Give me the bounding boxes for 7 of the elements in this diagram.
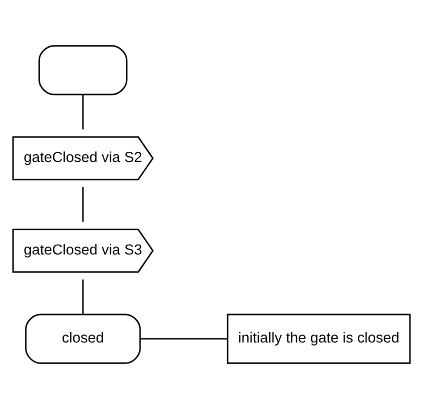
node-box: closed <box>25 313 141 364</box>
connector <box>82 186 84 222</box>
connector <box>140 338 228 340</box>
node-box: initially the gate is closed <box>226 313 411 364</box>
connector <box>82 279 84 314</box>
node-box <box>38 44 128 95</box>
connector <box>82 94 84 129</box>
